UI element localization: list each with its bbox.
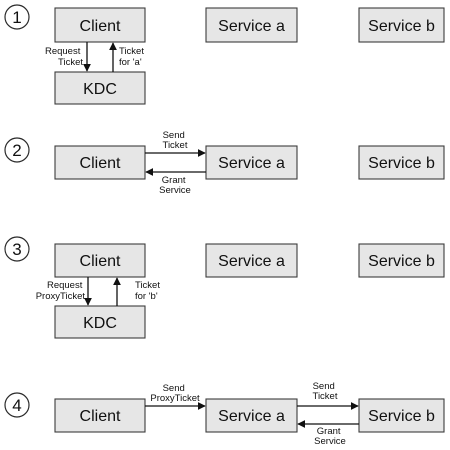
step-2: 2 Client Service a Service b Send Ticket… — [4, 130, 445, 196]
step-3-response-label: Ticket for 'b' — [135, 280, 163, 302]
step-1-service-b-box — [358, 7, 445, 43]
step-2-client-box — [54, 145, 146, 180]
step-3-client-box — [54, 243, 146, 278]
step-3-service-a-label: Service a — [218, 253, 285, 270]
step-3-kdc-box — [54, 305, 146, 339]
step-1-service-a-box — [205, 7, 298, 43]
step-4-client-label: Client — [80, 408, 121, 425]
step-3-badge — [4, 236, 30, 262]
step-1-client-label: Client — [80, 18, 121, 35]
step-4-service-a-label: Service a — [218, 408, 285, 425]
step-4-client-box — [54, 398, 146, 433]
step-1-badge — [4, 4, 30, 30]
step-2-service-b-label: Service b — [368, 155, 435, 172]
step-2-client-label: Client — [80, 155, 121, 172]
step-1-service-a-label: Service a — [218, 18, 285, 35]
step-4-service-a-box — [205, 398, 298, 433]
step-3-request-label: Request ProxyTicket — [36, 280, 86, 302]
step-4-number: 4 — [12, 396, 21, 415]
step-1: 1 Client Service a Service b KDC Request… — [4, 4, 445, 105]
step-3-service-b-label: Service b — [368, 253, 435, 270]
step-1-service-b-label: Service b — [368, 18, 435, 35]
step-4-service-b-label: Service b — [368, 408, 435, 425]
step-1-number: 1 — [12, 8, 21, 27]
step-3-client-label: Client — [80, 253, 121, 270]
step-1-request-label: Request Ticket — [45, 46, 83, 68]
step-4-send-label: Send Ticket — [313, 381, 338, 402]
step-3-service-b-box — [358, 243, 445, 278]
step-2-grant-label: Grant Service — [159, 175, 191, 196]
step-4-service-b-box — [358, 398, 445, 433]
step-2-service-a-label: Service a — [218, 155, 285, 172]
step-2-service-a-box — [205, 145, 298, 180]
step-2-number: 2 — [12, 141, 21, 160]
step-2-service-b-box — [358, 145, 445, 180]
step-4-badge — [4, 392, 30, 418]
step-3-number: 3 — [12, 240, 21, 259]
step-1-kdc-label: KDC — [83, 81, 117, 98]
step-1-client-box — [54, 7, 146, 43]
step-2-badge — [4, 137, 30, 163]
step-2-send-label: Send Ticket — [163, 130, 188, 151]
step-4-grant-label: Grant Service — [314, 426, 346, 447]
step-4: 4 Client Service a Service b Send ProxyT… — [4, 381, 445, 447]
step-1-kdc-box — [54, 71, 146, 105]
step-3-kdc-label: KDC — [83, 315, 117, 332]
step-4-send-proxy-label: Send ProxyTicket — [150, 383, 200, 404]
step-3: 3 Client Service a Service b KDC Request… — [4, 236, 445, 339]
step-1-response-label: Ticket for 'a' — [119, 46, 147, 68]
step-3-service-a-box — [205, 243, 298, 278]
